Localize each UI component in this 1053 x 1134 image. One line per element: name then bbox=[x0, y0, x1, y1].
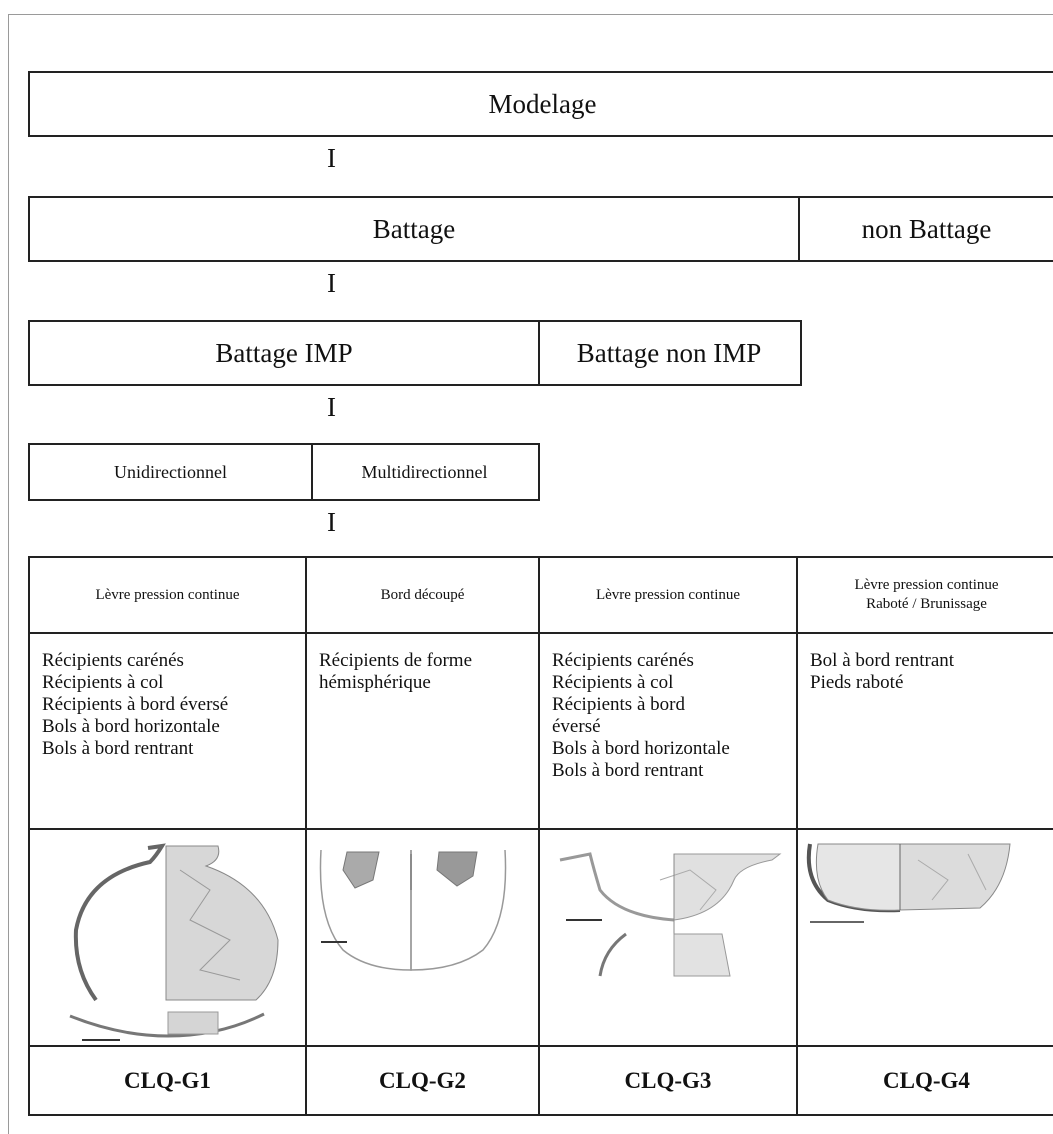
node-multidirectionnel: Multidirectionnel bbox=[311, 443, 540, 501]
col3-header: Lèvre pression continue bbox=[540, 558, 796, 632]
table-col-divider-1 bbox=[305, 556, 307, 1116]
col1-items: Récipients carénés Récipients à col Réci… bbox=[30, 634, 305, 828]
col3-header-line: Lèvre pression continue bbox=[595, 586, 741, 603]
table-col-divider-2 bbox=[538, 556, 540, 1116]
node-battage-label: Battage bbox=[372, 213, 456, 244]
node-modelage-label: Modelage bbox=[488, 88, 597, 119]
col2-image bbox=[307, 830, 538, 1045]
table-border-left bbox=[28, 556, 30, 1116]
col4-image bbox=[798, 830, 1053, 1045]
node-unidirectionnel: Unidirectionnel bbox=[28, 443, 313, 501]
col2-code: CLQ-G2 bbox=[379, 1067, 466, 1093]
table-col-divider-3 bbox=[796, 556, 798, 1116]
list-item: Pieds raboté bbox=[810, 672, 904, 693]
col1-header-line: Lèvre pression continue bbox=[95, 586, 240, 603]
vessel-drawing-icon bbox=[319, 849, 507, 971]
node-multidirectionnel-label: Multidirectionnel bbox=[361, 461, 488, 482]
col3-image bbox=[540, 830, 796, 1045]
col1-code: CLQ-G1 bbox=[124, 1067, 211, 1093]
vessel-drawing-icon bbox=[69, 843, 279, 1041]
col4-header-line: Raboté / Brunissage bbox=[866, 596, 987, 612]
col4-header: Lèvre pression continue Raboté / Bruniss… bbox=[798, 558, 1053, 632]
connector-4: I bbox=[327, 507, 336, 537]
list-item: Récipients à bord bbox=[552, 694, 685, 715]
table-divider-list bbox=[28, 828, 1053, 830]
node-battage-imp-label: Battage IMP bbox=[215, 337, 353, 368]
col2-header: Bord découpé bbox=[307, 558, 538, 632]
node-battage-non-imp: Battage non IMP bbox=[538, 320, 802, 386]
list-item: Récipients carénés bbox=[42, 650, 184, 671]
list-item: Récipients à col bbox=[42, 672, 164, 693]
page-frame bbox=[8, 14, 1053, 1134]
list-item: Bol à bord rentrant bbox=[810, 650, 955, 671]
list-item: Bols à bord horizontale bbox=[552, 738, 730, 759]
connector-1: I bbox=[327, 143, 336, 173]
list-item: hémisphérique bbox=[319, 672, 431, 693]
col4-code: CLQ-G4 bbox=[883, 1067, 970, 1093]
node-non-battage-label: non Battage bbox=[861, 213, 992, 244]
table-divider-image bbox=[28, 1045, 1053, 1047]
connector-2: I bbox=[327, 268, 336, 298]
list-item: Bols à bord horizontale bbox=[42, 716, 220, 737]
col1-image bbox=[30, 830, 305, 1045]
vessel-drawing-icon bbox=[559, 852, 782, 977]
list-item: Récipients à col bbox=[552, 672, 674, 693]
node-modelage: Modelage bbox=[28, 71, 1053, 137]
col3-code: CLQ-G3 bbox=[624, 1067, 712, 1093]
list-item: Récipients carénés bbox=[552, 650, 694, 671]
node-battage-non-imp-label: Battage non IMP bbox=[576, 337, 762, 368]
table-border-bottom bbox=[28, 1114, 1053, 1116]
col2-header-line: Bord découpé bbox=[380, 586, 465, 603]
list-item: Récipients à bord éversé bbox=[42, 694, 229, 715]
col1-header: Lèvre pression continue bbox=[30, 558, 305, 632]
list-item: Récipients de forme bbox=[319, 650, 473, 671]
col2-items: Récipients de forme hémisphérique bbox=[307, 634, 538, 828]
table-divider-header bbox=[28, 632, 1053, 634]
node-battage-imp: Battage IMP bbox=[28, 320, 540, 386]
list-item: éversé bbox=[552, 716, 601, 737]
list-item: Bols à bord rentrant bbox=[552, 760, 704, 781]
node-non-battage: non Battage bbox=[798, 196, 1053, 262]
connector-3: I bbox=[327, 392, 336, 422]
vessel-drawing-icon bbox=[806, 843, 1011, 923]
node-battage: Battage bbox=[28, 196, 800, 262]
col4-items: Bol à bord rentrant Pieds raboté bbox=[798, 634, 1053, 828]
col4-header-line: Lèvre pression continue bbox=[854, 577, 999, 593]
col3-items: Récipients carénés Récipients à col Réci… bbox=[540, 634, 796, 828]
table-border-top bbox=[28, 556, 1053, 558]
list-item: Bols à bord rentrant bbox=[42, 738, 194, 759]
node-unidirectionnel-label: Unidirectionnel bbox=[114, 461, 227, 482]
